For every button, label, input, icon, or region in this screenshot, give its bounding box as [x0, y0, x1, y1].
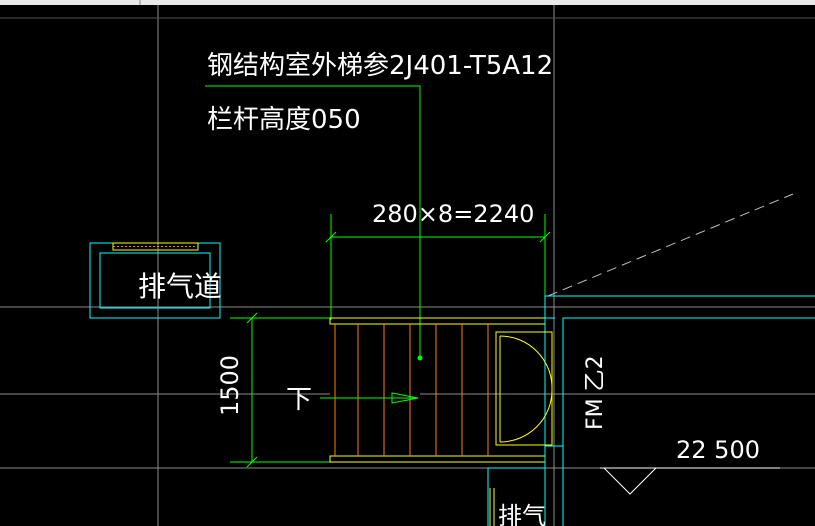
- double-door[interactable]: [495, 331, 553, 446]
- door-frame: [495, 331, 553, 446]
- vent-shaft[interactable]: 排气道: [89, 242, 222, 319]
- top-window-strip: [0, 0, 815, 5]
- note-line2[interactable]: 栏杆高度050: [207, 105, 361, 135]
- width-dimension-tick-bottom: [246, 456, 258, 468]
- width-dimension-tick-top: [246, 312, 258, 324]
- diagonal-dashed-line: [547, 193, 794, 297]
- width-dimension-text[interactable]: 1500: [216, 355, 244, 416]
- vent-shaft-inner-wall: [99, 252, 211, 309]
- step-dimension-tick-right: [539, 231, 551, 243]
- vent-label-main: 排气道: [138, 270, 222, 303]
- down-label: 下: [286, 385, 312, 415]
- elevation-marker[interactable]: 22 500: [600, 436, 780, 495]
- stair-treads: [334, 324, 489, 456]
- stair-direction-arrowhead: [391, 392, 419, 404]
- width-dimension: [230, 312, 330, 468]
- note-line1[interactable]: 钢结构室外梯参2J401-T5A12: [207, 51, 553, 81]
- door-swing-upper: [499, 335, 553, 389]
- note-leader-dot: [417, 355, 423, 361]
- stair[interactable]: 下: [286, 317, 546, 463]
- door-label[interactable]: FM 乙2: [583, 355, 608, 430]
- vent-shaft-bottom[interactable]: 排气: [489, 488, 546, 526]
- step-dimension-tick-left: [325, 231, 337, 243]
- elevation-triangle: [602, 467, 658, 495]
- step-dimension-text[interactable]: 280×8=2240: [372, 200, 534, 228]
- note-leader-line: [205, 85, 421, 358]
- wall-lower-stub: [487, 467, 545, 526]
- note-leader: [205, 85, 423, 361]
- wall-inner-line: [562, 317, 815, 526]
- vent-label-bottom: 排气: [498, 502, 546, 526]
- building-walls: [487, 295, 815, 526]
- elevation-value: 22 500: [676, 436, 760, 464]
- wall-outer-line: [544, 295, 815, 526]
- door-swing-lower: [499, 389, 553, 443]
